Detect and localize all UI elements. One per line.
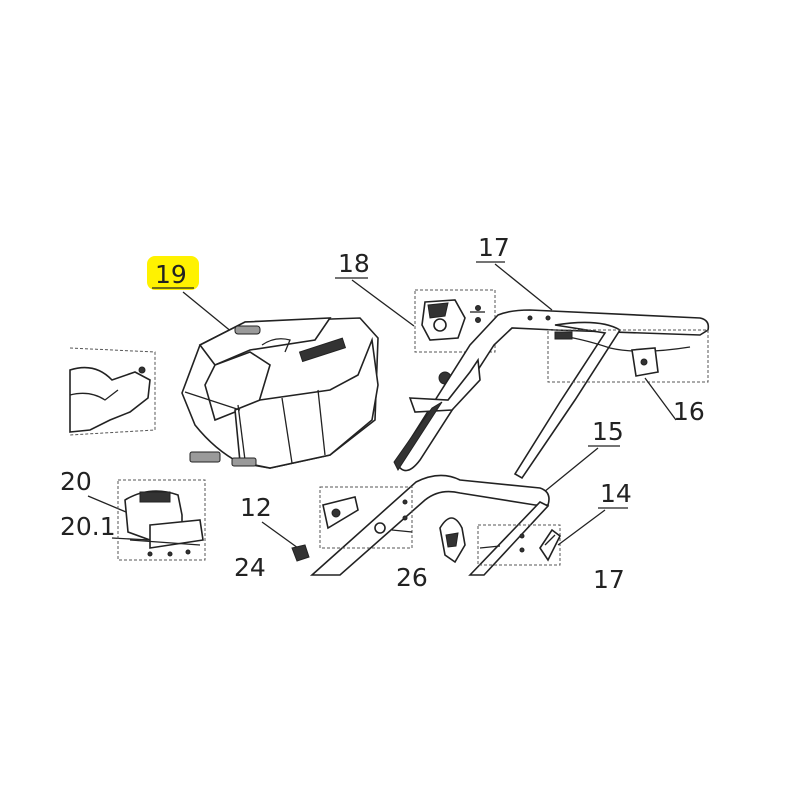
leader-12 [261,521,299,549]
lower-handle [309,474,550,576]
label-26: 26 [396,563,428,592]
switch-box [414,289,496,353]
label-20: 20 [60,467,92,496]
leader-16 [644,377,677,421]
label-20-1: 20.1 [60,512,116,541]
label-17-top: 17 [478,233,510,262]
bracket-box-right [477,524,562,566]
leader-14 [557,509,606,546]
label-18: 18 [338,249,370,278]
label-19-highlight [147,256,199,290]
label-19: 19 [155,260,187,289]
label-14: 14 [600,479,632,508]
knob-part [291,544,310,562]
cable-box [547,329,709,383]
leader-15 [543,447,599,493]
grass-catcher-box [181,317,379,469]
label-12: 12 [240,493,272,522]
upper-handle [393,309,710,480]
label-24: 24 [234,553,266,582]
leader-17-top [494,263,553,311]
label-16: 16 [673,397,705,426]
deck-part-box [69,347,156,436]
label-17-bottom: 17 [593,565,625,594]
bracket-box-middle [319,486,413,549]
label-15: 15 [592,417,624,446]
motor-assembly-box [117,479,206,561]
leader-20 [87,495,127,513]
leader-18 [351,279,415,327]
